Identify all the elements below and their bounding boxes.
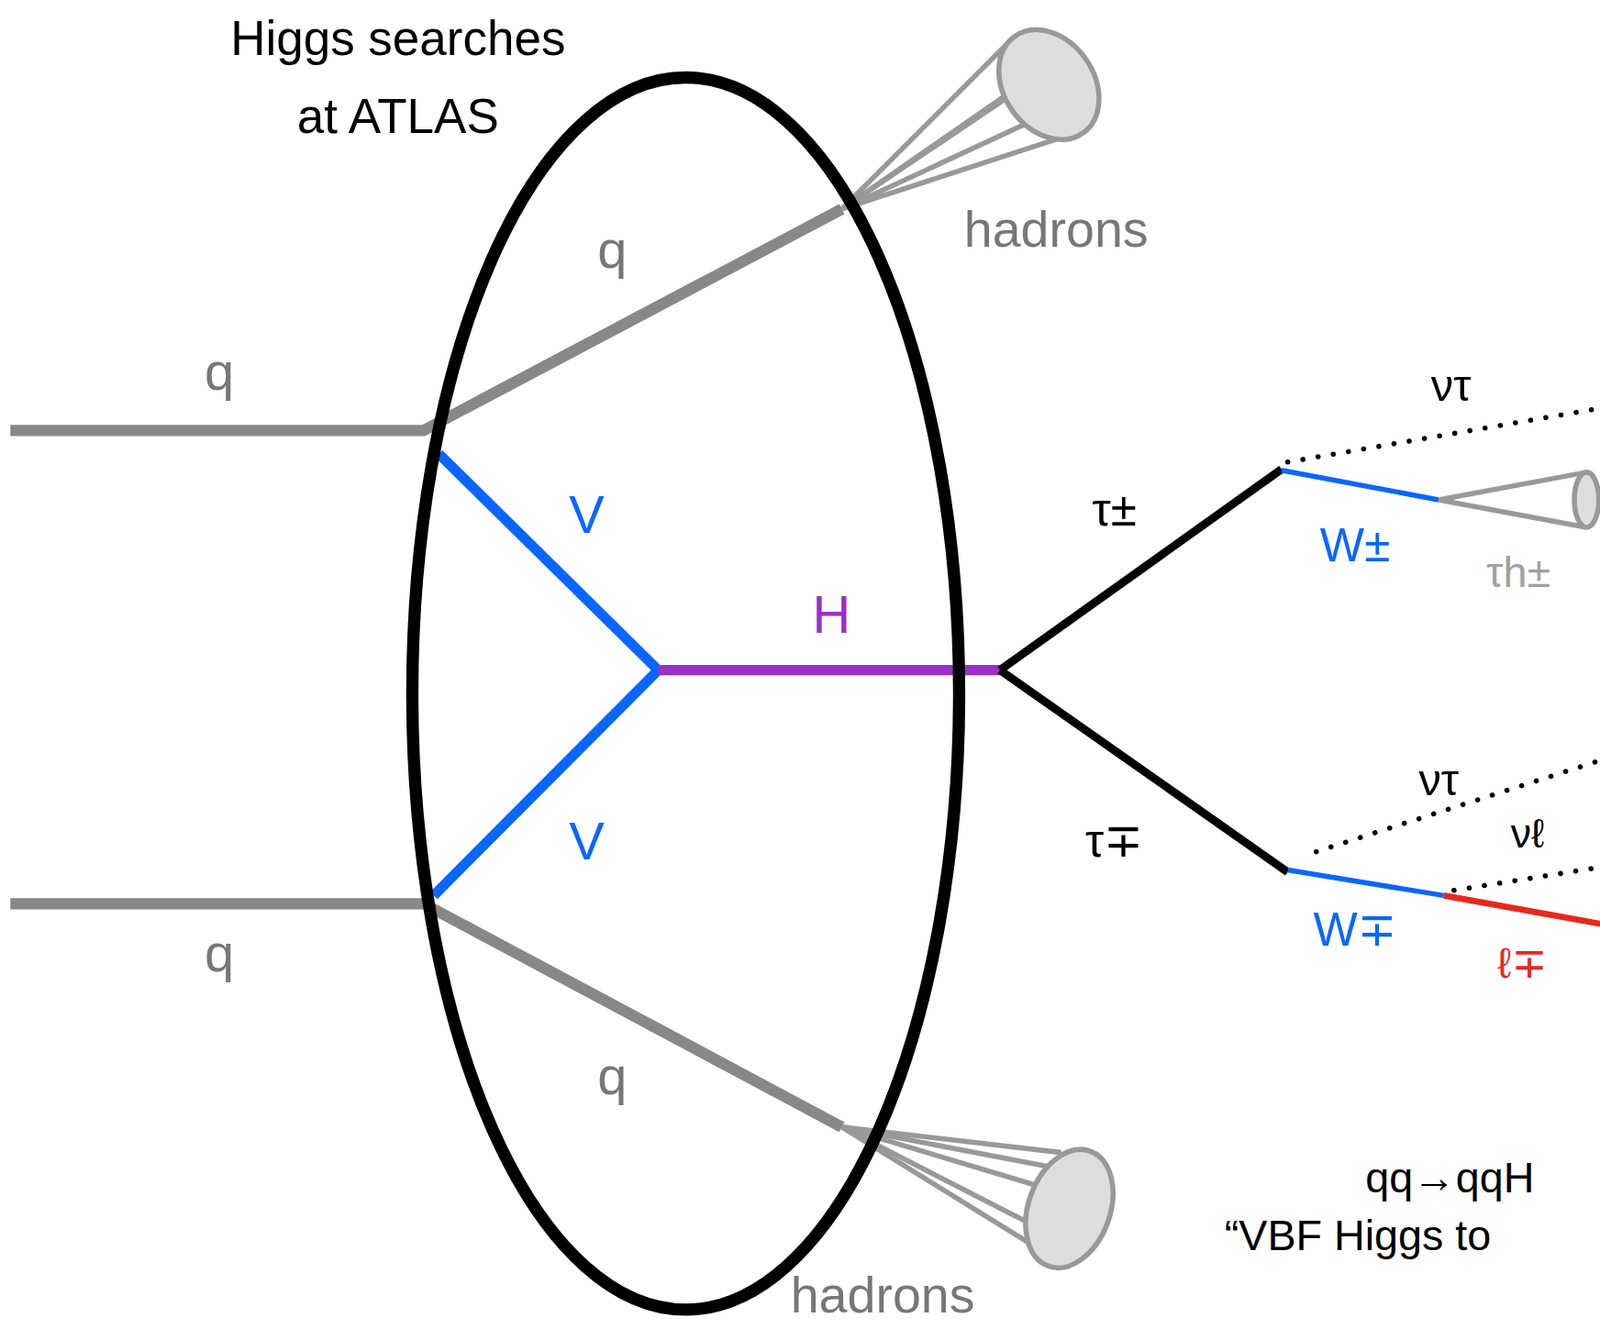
boson-line <box>438 454 658 671</box>
particle-label: q <box>204 924 234 984</box>
lepton-line <box>1444 895 1600 924</box>
particle-label: q <box>204 343 234 402</box>
caption-text: qq→qqH <box>1365 1155 1534 1202</box>
tau-jet <box>1438 472 1600 528</box>
particle-label: q <box>597 221 627 280</box>
particle-label: W∓ <box>1312 904 1397 956</box>
particle-label: ντ <box>1431 361 1472 412</box>
particle-label: W± <box>1320 520 1390 572</box>
particle-label: hadrons <box>790 1267 976 1324</box>
neutrino-line <box>1288 408 1600 463</box>
title: Higgs searches at ATLAS <box>214 0 582 156</box>
w-line <box>1288 870 1445 897</box>
quark-line <box>10 209 842 431</box>
w-line <box>1281 470 1439 500</box>
quark-line <box>10 903 842 1128</box>
tau-line <box>1000 670 1289 873</box>
particle-label: V <box>568 812 605 872</box>
jet-cone <box>842 10 1121 210</box>
particle-label: ℓ∓ <box>1497 940 1547 988</box>
interaction-ellipse <box>411 77 959 1311</box>
tau-line <box>1000 469 1282 671</box>
particle-label: V <box>568 486 605 545</box>
boson-line <box>433 670 659 897</box>
jet-cone <box>842 1127 1130 1281</box>
caption-text: “VBF Higgs to <box>1224 1212 1492 1260</box>
particle-label: H <box>812 586 852 645</box>
particle-label: τ± <box>1091 484 1136 536</box>
particle-label: hadrons <box>964 201 1149 258</box>
higgs-line <box>657 665 1002 676</box>
particle-label: ντ <box>1418 755 1459 806</box>
particle-label: τh± <box>1486 549 1551 597</box>
particle-label: τ∓ <box>1085 815 1144 867</box>
neutrino-line <box>1454 866 1600 891</box>
particle-label: q <box>597 1047 627 1107</box>
particle-label: νℓ <box>1511 811 1545 857</box>
